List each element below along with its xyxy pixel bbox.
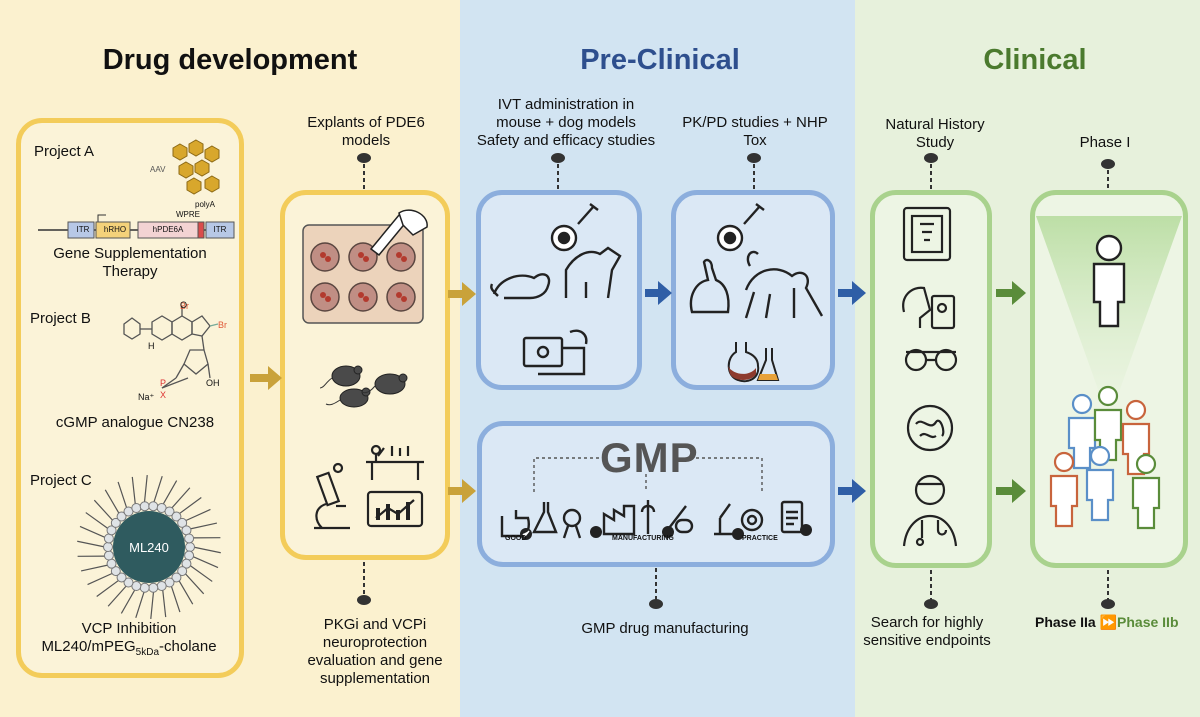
wpre-label: WPRE bbox=[176, 210, 200, 219]
oxygen-label: O bbox=[180, 300, 188, 310]
construct-itr-right: ITR bbox=[213, 225, 227, 234]
pkpd-animals-icons bbox=[689, 203, 824, 383]
gmp-box bbox=[477, 421, 835, 567]
phase-trial-illustration bbox=[1036, 216, 1182, 530]
cholane-text: -cholane bbox=[159, 638, 217, 655]
mice-icon bbox=[319, 365, 408, 408]
project-b-label: Project B bbox=[30, 310, 91, 327]
project-a-label: Project A bbox=[34, 143, 95, 160]
pkpd-label: PK/PD studies + NHP Tox bbox=[682, 114, 828, 149]
phosphorus-label: P bbox=[160, 378, 167, 388]
phase1-label: Phase I bbox=[1079, 134, 1131, 151]
cgmp-analogue-structure bbox=[123, 306, 219, 389]
ivt-label: IVT administration in mouse + dog models… bbox=[476, 96, 656, 149]
gmp-manufacturing-label: MANUFACTURING bbox=[612, 535, 674, 542]
ml240-micelle-icon: ML240 bbox=[77, 474, 221, 620]
ivt-animals-icons bbox=[490, 203, 622, 376]
culture-plate-icon bbox=[302, 209, 428, 324]
phase1-person-icon bbox=[1092, 234, 1126, 328]
fast-forward-icon: ⏩ bbox=[1099, 614, 1118, 630]
project-c-caption-line2: ML240/mPEG5kDa-cholane bbox=[24, 638, 234, 662]
construct-itr-left: ITR bbox=[76, 225, 90, 234]
microscope-lab-icon bbox=[314, 444, 424, 530]
hydroxyl-label: OH bbox=[206, 378, 220, 388]
phase2a-label: Phase IIa bbox=[1035, 614, 1096, 630]
phase2b-label: Phase IIb bbox=[1117, 614, 1179, 630]
gold-arrows bbox=[250, 282, 476, 503]
sodium-label: Na⁺ bbox=[138, 392, 155, 402]
gmp-icons-row bbox=[500, 457, 812, 540]
drug-development-title: Drug development bbox=[102, 44, 358, 76]
aav-label: AAV bbox=[150, 165, 166, 174]
mpeg-subscript: 5kDa bbox=[135, 647, 160, 658]
construct-hpde6a: hPDE6A bbox=[152, 225, 184, 234]
endpoints-label: Search for highly sensitive endpoints bbox=[863, 614, 991, 649]
gmp-good-label: GOOD bbox=[505, 535, 527, 542]
green-arrows bbox=[996, 281, 1026, 503]
ivt-box bbox=[476, 190, 642, 390]
gmp-manufacturing-caption: GMP drug manufacturing bbox=[581, 620, 749, 637]
blue-arrows bbox=[645, 281, 866, 503]
gene-construct-diagram bbox=[38, 214, 235, 239]
explants-bottom-label: PKGi and VCPi neuroprotection evaluation… bbox=[307, 616, 443, 687]
project-a-caption: Gene Supplementation Therapy bbox=[53, 245, 207, 280]
gmp-practice-label: PRACTICE bbox=[742, 535, 778, 542]
project-c-label: Project C bbox=[30, 472, 92, 489]
bromine-label: Br bbox=[180, 301, 189, 311]
endpoint-icons-column bbox=[902, 206, 958, 547]
project-c-caption-line1: VCP Inhibition bbox=[81, 620, 177, 637]
natural-history-label: Natural History Study bbox=[885, 116, 985, 151]
clinical-title: Clinical bbox=[983, 44, 1087, 76]
explants-label: Explants of PDE6 models bbox=[307, 114, 425, 149]
project-b-caption: cGMP analogue CN238 bbox=[55, 414, 215, 431]
aav-particles-icon bbox=[172, 139, 220, 195]
ml240-mpeg-text: ML240/mPEG bbox=[41, 638, 136, 655]
x-label: X bbox=[160, 390, 167, 400]
ml240-core-label: ML240 bbox=[129, 540, 169, 555]
phase2-labels: Phase IIa ⏩Phase IIb bbox=[1035, 614, 1179, 631]
construct-hrho: hRHO bbox=[103, 225, 127, 234]
hydrogen-label: H bbox=[148, 341, 155, 351]
gmp-word: GMP bbox=[600, 434, 699, 481]
pre-clinical-title: Pre-Clinical bbox=[580, 44, 740, 76]
br-label: Br bbox=[218, 320, 227, 330]
polya-label: polyA bbox=[195, 200, 216, 209]
